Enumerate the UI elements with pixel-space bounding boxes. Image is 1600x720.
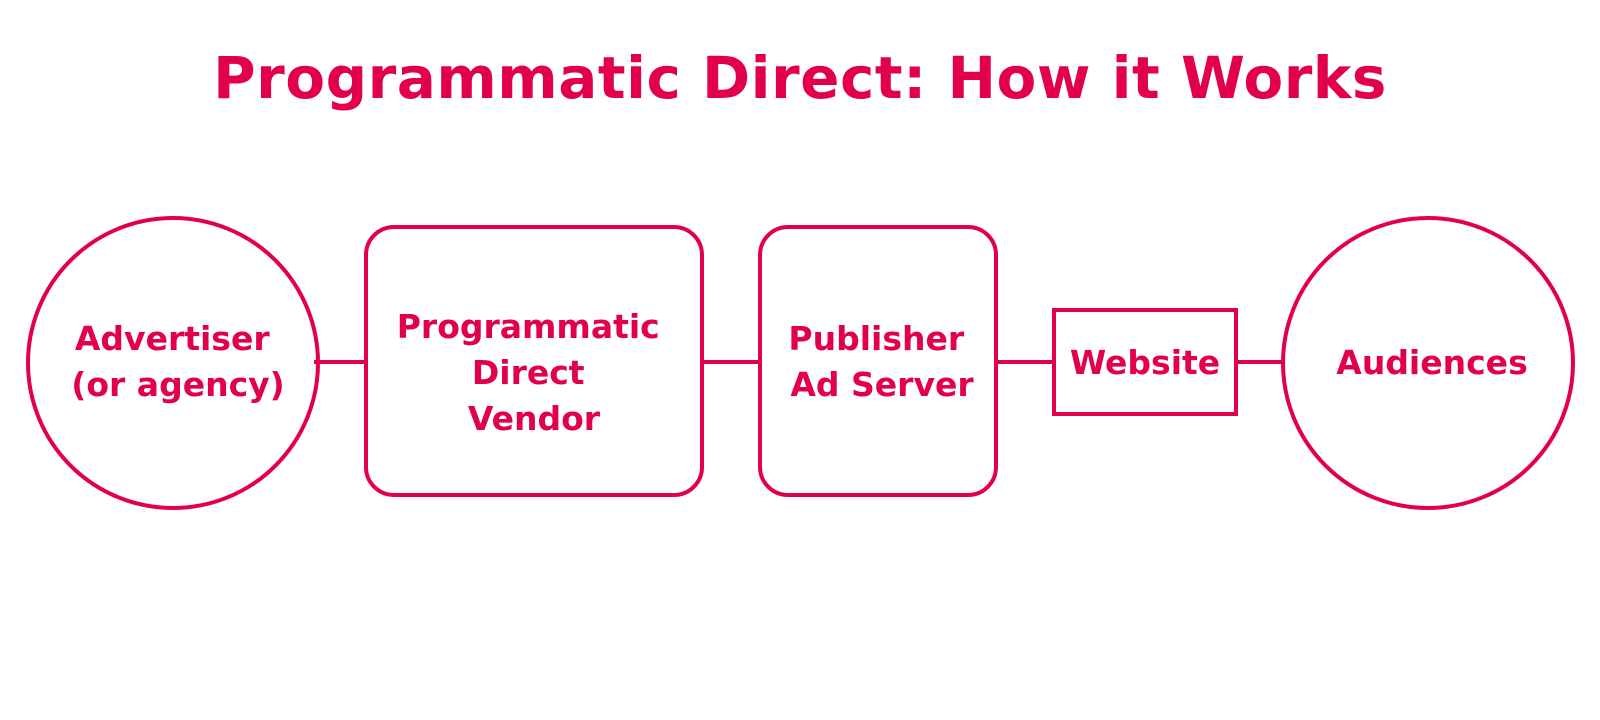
node-label-advertiser: Advertiser (or agency) — [71, 319, 284, 404]
node-label-vendor: Programmatic Direct Vendor — [397, 307, 672, 438]
node-advertiser — [26, 216, 320, 510]
node-label-ad-server: Publisher Ad Server — [788, 319, 975, 404]
node-ad-server — [758, 225, 998, 497]
node-vendor — [364, 225, 704, 497]
diagram-title: Programmatic Direct: How it Works — [213, 44, 1387, 112]
node-label-audiences: Audiences — [1336, 343, 1527, 382]
node-website — [1052, 308, 1238, 416]
node-audiences — [1281, 216, 1575, 510]
node-label-website: Website — [1070, 343, 1220, 382]
